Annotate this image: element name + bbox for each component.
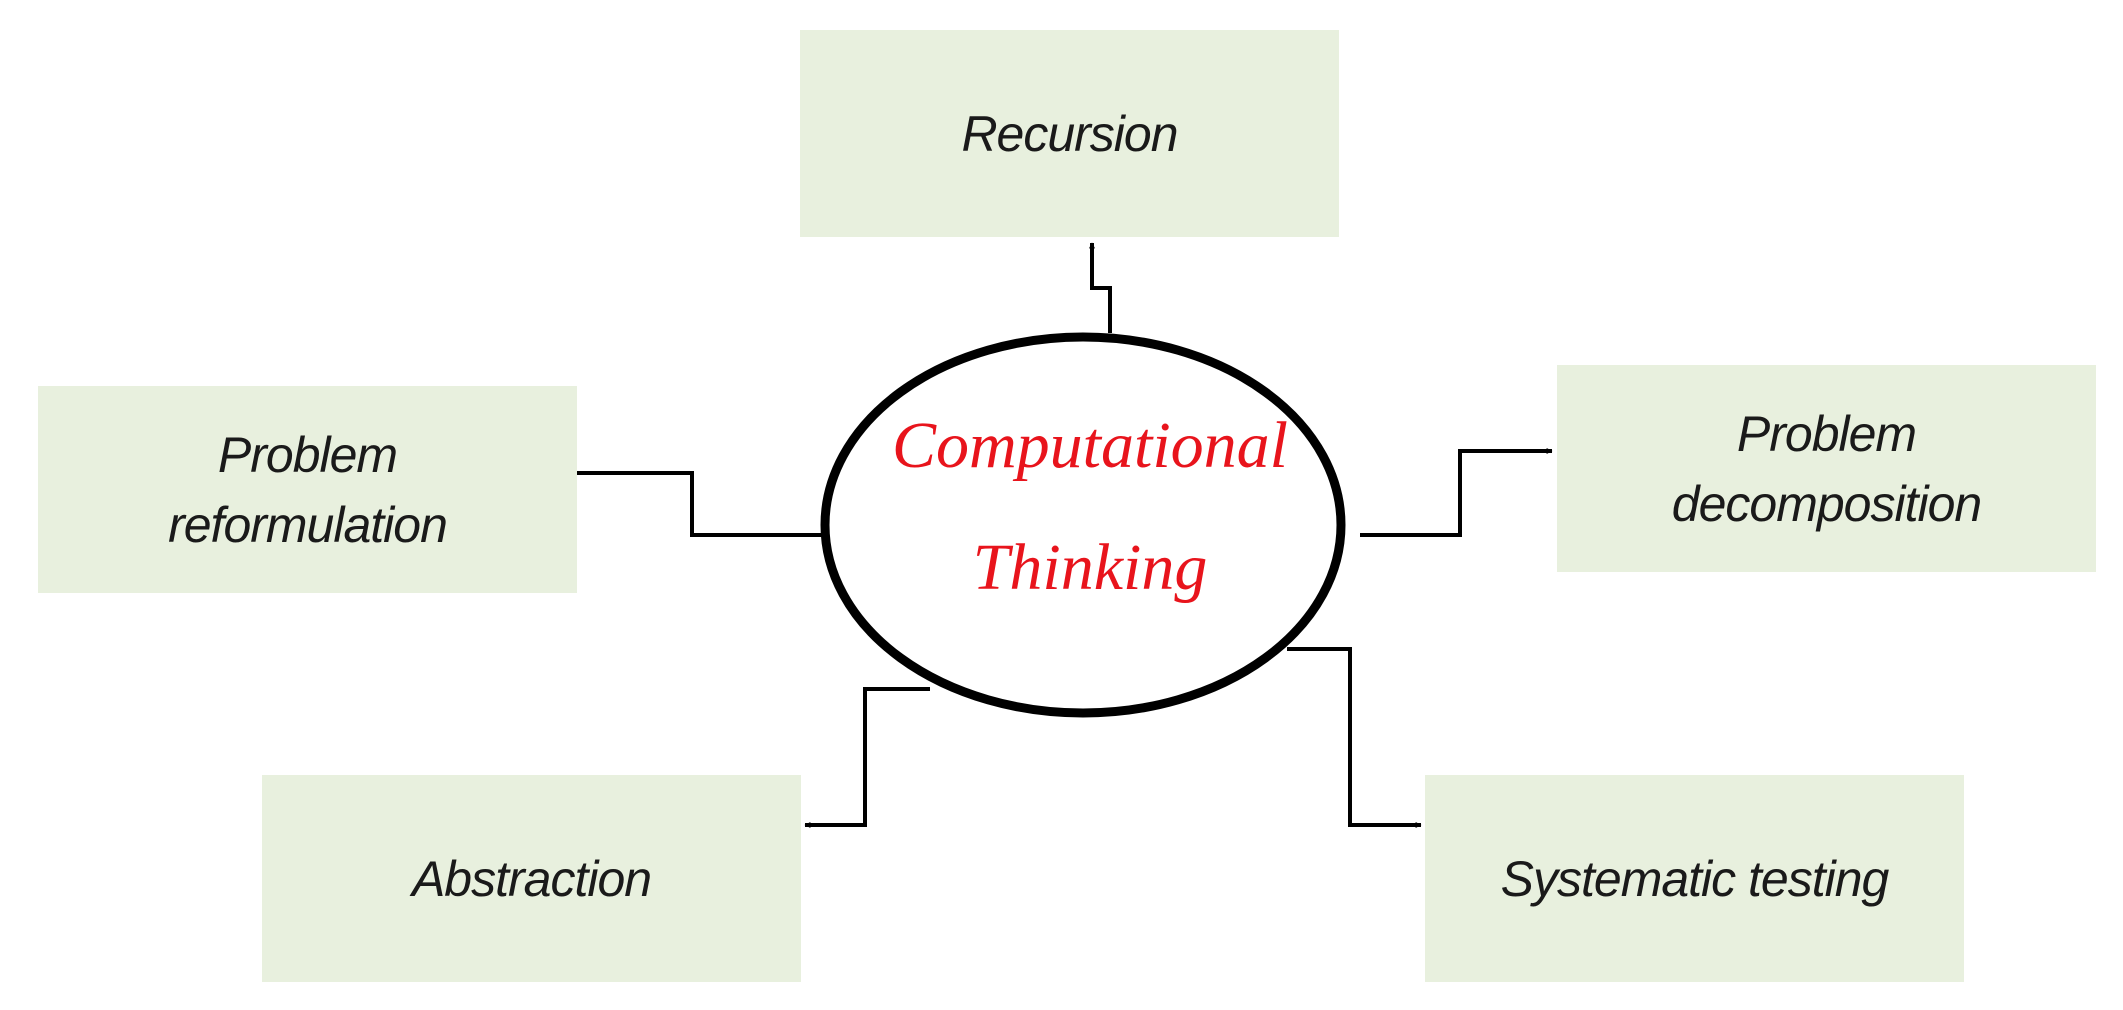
- node-problem-reformulation: Problem reformulation: [38, 386, 577, 593]
- connector-decomposition: [1360, 448, 1553, 537]
- node-problem-decomposition: Problem decomposition: [1557, 365, 2096, 572]
- node-systematic-testing: Systematic testing: [1425, 775, 1964, 982]
- node-abstraction-label: Abstraction: [411, 850, 652, 907]
- center-ellipse: [820, 332, 1346, 718]
- node-recursion-label: Recursion: [961, 105, 1178, 162]
- node-abstraction: Abstraction: [262, 775, 801, 982]
- connector-reformulation: [564, 470, 823, 537]
- center-label-line2: Thinking: [972, 531, 1208, 604]
- connector-testing: [1287, 647, 1422, 828]
- node-systematic-testing-label: Systematic testing: [1500, 850, 1890, 907]
- node-problem-decomposition-label: Problem decomposition: [1671, 405, 1982, 532]
- connector-abstraction: [804, 687, 930, 828]
- node-recursion: Recursion: [800, 30, 1339, 237]
- center-label-line1: Computational: [891, 409, 1289, 482]
- connector-recursion: [1089, 242, 1112, 333]
- node-problem-reformulation-label: Problem reformulation: [168, 426, 448, 553]
